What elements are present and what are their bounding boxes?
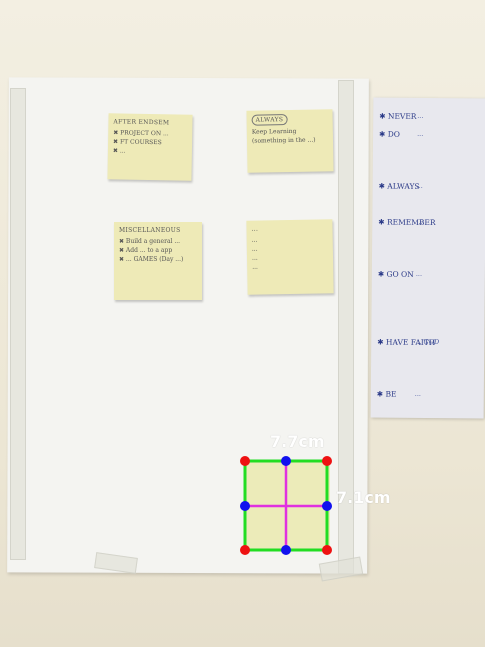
midpoint-point — [281, 545, 291, 555]
width-label: 7.7cm — [270, 432, 325, 451]
note-line: ✖ Build a general ... — [119, 238, 181, 245]
midpoint-point — [240, 501, 250, 511]
note-line: ✖ ... GAMES (Day ...) — [119, 256, 184, 263]
tape-strip — [10, 88, 26, 560]
corner-point — [322, 545, 332, 555]
corner-point — [322, 456, 332, 466]
midpoint-point — [281, 456, 291, 466]
height-label: 7.1cm — [336, 488, 391, 507]
midpoint-point — [322, 501, 332, 511]
sticky-note: MISCELLANEOUS ✖ Build a general ... ✖ Ad… — [114, 222, 202, 300]
corner-point — [240, 545, 250, 555]
note-title: MISCELLANEOUS — [119, 227, 181, 234]
corner-point — [240, 456, 250, 466]
note-line: ✖ Add ... to a app — [119, 247, 173, 254]
